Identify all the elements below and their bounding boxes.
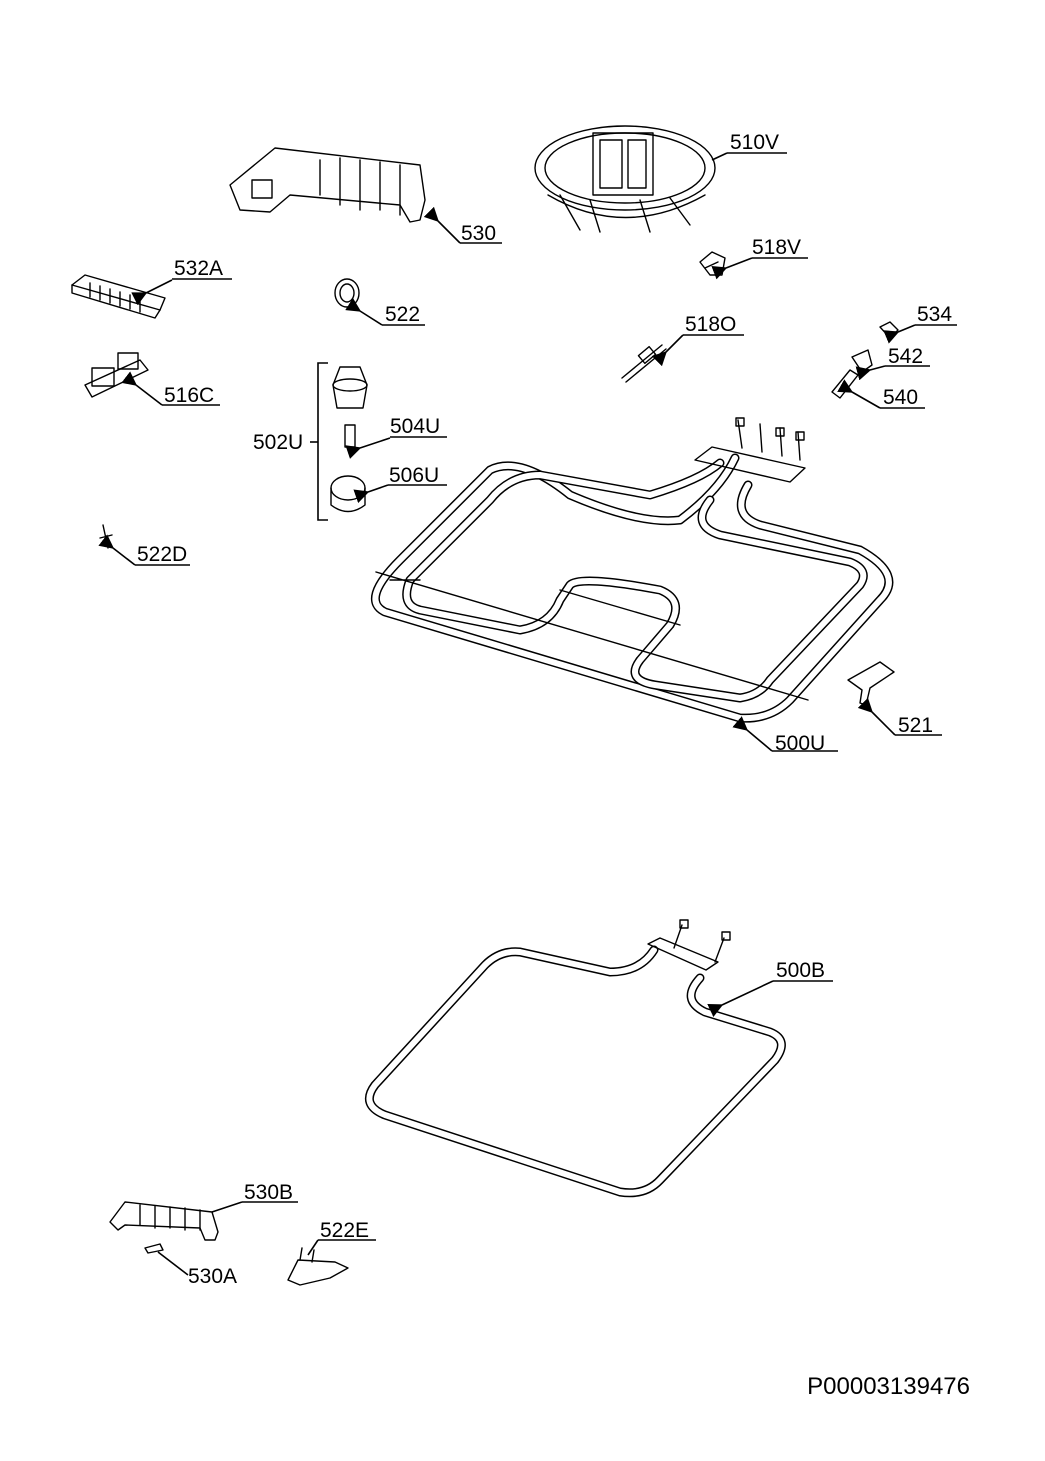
label-530: 530 [461,222,496,245]
upper-heating-element-500u [371,417,894,723]
label-522d: 522D [137,543,187,566]
label-534: 534 [917,303,952,326]
label-522e: 522E [320,1219,369,1242]
label-504u: 504U [390,415,440,438]
clip-522d [99,524,113,549]
clip-522 [334,278,360,308]
label-506u: 506U [389,464,439,487]
lamp-holder-540 [831,369,859,399]
label-510v: 510V [730,131,779,154]
label-518v: 518V [752,236,801,259]
spindle-504u [344,424,356,448]
label-518o: 518O [685,313,736,336]
label-500b: 500B [776,959,825,982]
label-542: 542 [888,345,923,368]
lower-heating-element-500b [364,919,786,1198]
button-506u [330,475,366,513]
label-522: 522 [385,303,420,326]
label-521: 521 [898,714,933,737]
fan-motor-510v [534,125,716,233]
document-reference: P00003139476 [807,1373,970,1400]
label-532a: 532A [174,257,223,280]
terminal-530a [144,1243,164,1254]
label-516c: 516C [164,384,214,407]
thermostat-518v [699,251,726,276]
knob-502u [332,366,368,409]
label-530b: 530B [244,1181,293,1204]
label-500u: 500U [775,732,825,755]
label-530a: 530A [188,1265,237,1288]
clip-522e [287,1247,349,1286]
connector-strip-532a [71,274,166,319]
lamp-cover-542 [851,349,873,373]
relay-board-516c [84,352,149,398]
label-502u: 502U [253,431,303,454]
bulb-534 [879,321,899,339]
terminal-block-530b [109,1201,219,1241]
terminal-block-530 [229,147,426,223]
bracket-521 [847,661,895,706]
sensor-518o [621,344,667,383]
label-540: 540 [883,386,918,409]
